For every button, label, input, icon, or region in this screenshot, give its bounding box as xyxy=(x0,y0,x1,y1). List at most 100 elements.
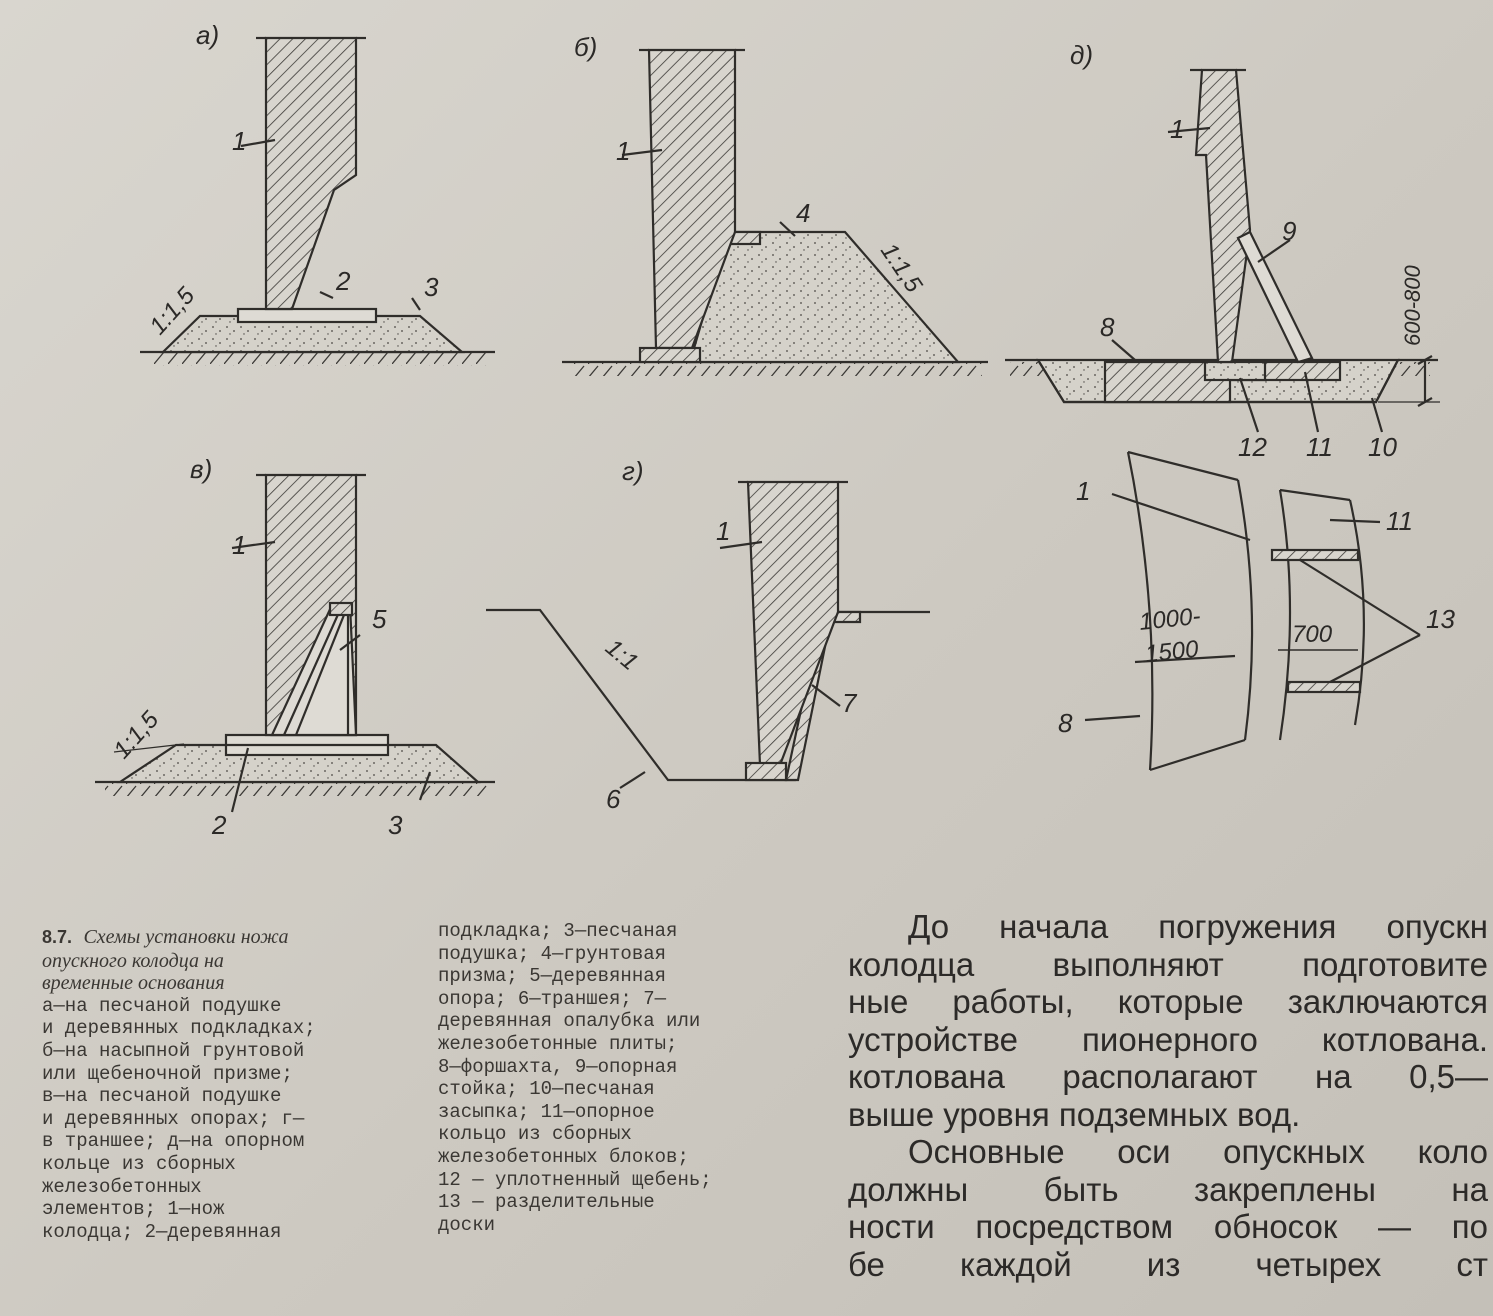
label-1-d: 1 xyxy=(1170,114,1184,144)
caption-col1-line: в траншее; д—на опорном xyxy=(42,1130,305,1153)
support-post-d xyxy=(1236,230,1314,364)
separator-board-1 xyxy=(1270,548,1360,562)
label-1-b: 1 xyxy=(616,136,630,166)
caption-col2-line: доски xyxy=(438,1213,496,1236)
label-2-v: 2 xyxy=(211,810,227,840)
plan-outer-arc xyxy=(1126,451,1154,771)
body-text: До начала погружения опускн колодца выпо… xyxy=(848,908,1488,1283)
caption-number: 8.7. xyxy=(42,927,73,947)
caption-col1-line: и деревянных опорах; г— xyxy=(42,1107,305,1130)
label-8-d: 8 xyxy=(1100,312,1115,342)
label-panel-b: б) xyxy=(574,32,597,62)
body-line: ности посредством обносок — по xyxy=(848,1208,1488,1245)
panel-b xyxy=(562,48,988,376)
panel-d xyxy=(1005,68,1440,433)
base-pad-b xyxy=(638,346,702,364)
caption-title-line-3: временные основания xyxy=(42,972,225,995)
wood-pad-a xyxy=(236,307,378,324)
label-1-plan: 1 xyxy=(1076,476,1090,506)
ring-outer-arc xyxy=(1278,489,1292,741)
caption-title: 8.7. Схемы установки ножа xyxy=(42,926,387,950)
label-1-a: 1 xyxy=(232,126,246,156)
panel-g xyxy=(486,480,930,789)
label-10-d: 10 xyxy=(1368,432,1397,462)
caption-col2-line: 8—форшахта, 9—опорная xyxy=(438,1055,678,1078)
panel-a xyxy=(140,36,495,366)
separator-board-2 xyxy=(1286,680,1362,694)
label-panel-d: д) xyxy=(1070,40,1093,70)
dim-label-700: 700 xyxy=(1292,621,1333,648)
label-8-plan: 8 xyxy=(1058,708,1073,738)
caption-col2-line: железобетонные плиты; xyxy=(438,1032,678,1055)
base-pad-g xyxy=(744,761,788,782)
knife-b xyxy=(647,48,737,350)
dim-label-600-800: 600-800 xyxy=(1400,264,1425,346)
forshakhta-d xyxy=(1103,360,1232,404)
dim-label-1000: 1000- xyxy=(1138,603,1202,636)
ground-hatch-b xyxy=(572,362,982,376)
label-11-plan: 11 xyxy=(1386,506,1413,536)
label-3-a: 3 xyxy=(424,272,439,302)
label-4-b: 4 xyxy=(796,198,810,228)
caption-col2-line: кольцо из сборных xyxy=(438,1123,632,1146)
sand-cushion-a xyxy=(160,314,465,354)
label-5-v: 5 xyxy=(372,604,387,634)
body-line: До начала погружения опускн xyxy=(908,908,1488,945)
caption-col2-line: призма; 5—деревянная xyxy=(438,965,667,988)
body-line: ные работы, которые заключаются xyxy=(848,983,1488,1020)
label-panel-g: г) xyxy=(622,456,643,486)
body-line: котлована располагают на 0,5— xyxy=(848,1058,1488,1095)
label-6-g: 6 xyxy=(606,784,621,814)
label-13-plan: 13 xyxy=(1426,604,1455,634)
label-1-v: 1 xyxy=(232,530,246,560)
label-3-v: 3 xyxy=(388,810,403,840)
caption-col2-line: стойка; 10—песчаная xyxy=(438,1078,655,1101)
plan-view xyxy=(1084,450,1421,772)
ring-inner-arc xyxy=(1348,499,1365,726)
caption-col1-line: элементов; 1—нож xyxy=(42,1198,225,1221)
caption-col-1: 8.7. Схемы установки ножа опускного коло… xyxy=(42,926,387,1243)
ground-hatch-a xyxy=(150,352,490,366)
trench-g xyxy=(486,608,930,782)
body-line: выше уровня подземных вод. xyxy=(848,1095,1301,1133)
label-7-g: 7 xyxy=(842,688,858,718)
caption-col1-line: кольце из сборных xyxy=(42,1152,236,1175)
body-line: колодца выполняют подготовите xyxy=(848,945,1488,983)
caption-col2-line: засыпка; 11—опорное xyxy=(438,1100,655,1123)
label-2-a: 2 xyxy=(335,266,351,296)
caption-col1-line: в—на песчаной подушке xyxy=(42,1085,282,1108)
knife-d xyxy=(1194,68,1252,364)
caption-title-line-1: Схемы установки ножа xyxy=(83,926,289,948)
slope-label-g: 1:1 xyxy=(600,634,643,676)
body-line: должны быть закреплены на xyxy=(848,1170,1488,1208)
label-11-d: 11 xyxy=(1306,432,1333,462)
support-cap-v xyxy=(328,601,354,617)
plan-inner-arc xyxy=(1236,479,1254,741)
soil-prism-b xyxy=(688,230,961,364)
caption-col2-line: 12 — уплотненный щебень; xyxy=(438,1168,712,1191)
figure-8-7: а) б) д) в) г) 1 2 3 1 4 1 9 8 12 11 10 … xyxy=(95,20,1455,840)
label-12-d: 12 xyxy=(1238,432,1267,462)
caption-col1-line: б—на насыпной грунтовой xyxy=(42,1039,305,1062)
body-line: бе каждой из четырех ст xyxy=(848,1245,1488,1283)
dim-label-1500: 1500 xyxy=(1144,635,1201,668)
caption-col2-line: опора; 6—траншея; 7— xyxy=(438,987,667,1010)
caption-col1-line: или щебеночной призме; xyxy=(42,1062,293,1085)
caption-col2-line: 13 — разделительные xyxy=(438,1191,655,1214)
ground-hatch-v xyxy=(105,782,490,796)
caption-col2-line: подкладка; 3—песчаная xyxy=(438,920,678,942)
crushed-stone-d xyxy=(1203,360,1267,382)
caption-col-2: подкладка; 3—песчаная подушка; 4—грунтов… xyxy=(438,920,788,1236)
body-line: Основные оси опускных коло xyxy=(908,1133,1488,1170)
caption-col1-line: а—на песчаной подушке xyxy=(42,994,282,1017)
label-panel-a: а) xyxy=(196,20,219,50)
label-1-g: 1 xyxy=(716,516,730,546)
panel-v xyxy=(95,473,495,813)
caption-title-line-2: опускного колодца на xyxy=(42,949,224,972)
caption-col2-line: деревянная опалубка или xyxy=(438,1010,701,1033)
label-9-d: 9 xyxy=(1282,216,1296,246)
caption-col2-line: железобетонных блоков; xyxy=(438,1145,689,1168)
body-line: устройстве пионерного котлована. xyxy=(848,1020,1488,1058)
caption-col1-line: колодца; 2—деревянная xyxy=(42,1220,282,1243)
